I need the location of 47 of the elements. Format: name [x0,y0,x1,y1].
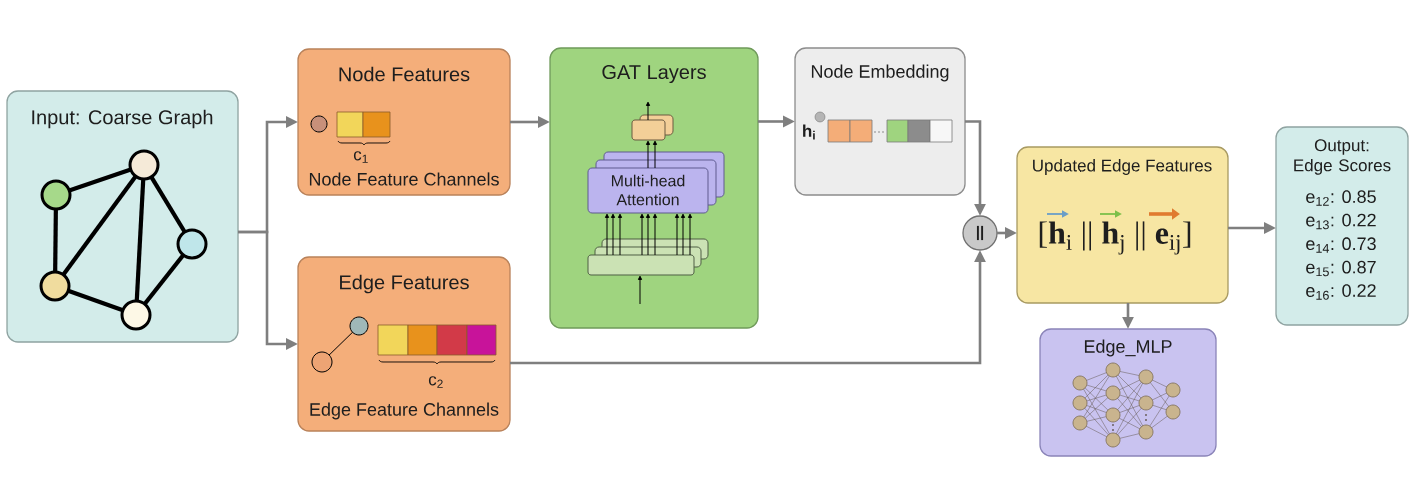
graph-node [39,270,71,302]
connector-line [53,208,58,272]
arrow [645,140,651,169]
arrow [687,213,693,256]
channel-caption: Node Feature Channels [309,172,499,186]
channel-symbol: c$_{1}$ [353,151,368,163]
connector-line [143,253,185,306]
graph-node [176,228,208,260]
attention-block: Multi-head Attention [587,151,725,214]
score-text: e$_{16}$: 0.22 [1306,284,1376,300]
score-text: e$_{15}$: 0.87 [1306,260,1376,277]
graph-node [128,149,160,181]
connector-line [67,288,124,313]
arrow [652,213,658,256]
score-text: e$_{14}$: 0.73 [1306,237,1376,253]
arrow [617,213,623,256]
channel-symbol: c$_{2}$ [428,376,443,388]
concat-formula: [h$_{i}$ || h$_{j}$ || e$_{ij}$] [1039,221,1191,255]
graph-node [120,299,152,331]
arrow [652,140,658,169]
connector-line [149,175,187,234]
score-text: e$_{13}$: 0.22 [1306,213,1376,230]
arrow [645,213,651,256]
layer-stack [587,238,709,276]
arrow [639,213,645,256]
panel-title: Node Features [339,66,470,82]
arrow [610,213,616,256]
panel-title: Edge_MLP [1084,339,1172,357]
score-text: e$_{12}$: 0.85 [1306,190,1376,206]
connector-line [61,175,138,276]
connector-line [68,167,132,193]
arrow [680,213,686,256]
connector-line [134,178,146,302]
arrow [637,275,643,305]
vector-symbol: h$_{i}$ [803,124,815,140]
arrow [674,213,680,256]
panel-title: Node Embedding [811,64,949,82]
channel-caption: Edge Feature Channels [310,402,499,420]
panel-title: Updated Edge Features [1033,159,1212,175]
arrow [645,101,651,121]
panel-title: GAT Layers [602,64,706,84]
panel-title: Input: Coarse Graph [32,109,213,129]
panel-title: Edge Features [340,274,469,294]
layer-block [631,114,674,141]
graph-node [40,179,72,211]
panel-title: Output: Edge Scores [1294,139,1391,175]
arrow [604,213,610,256]
